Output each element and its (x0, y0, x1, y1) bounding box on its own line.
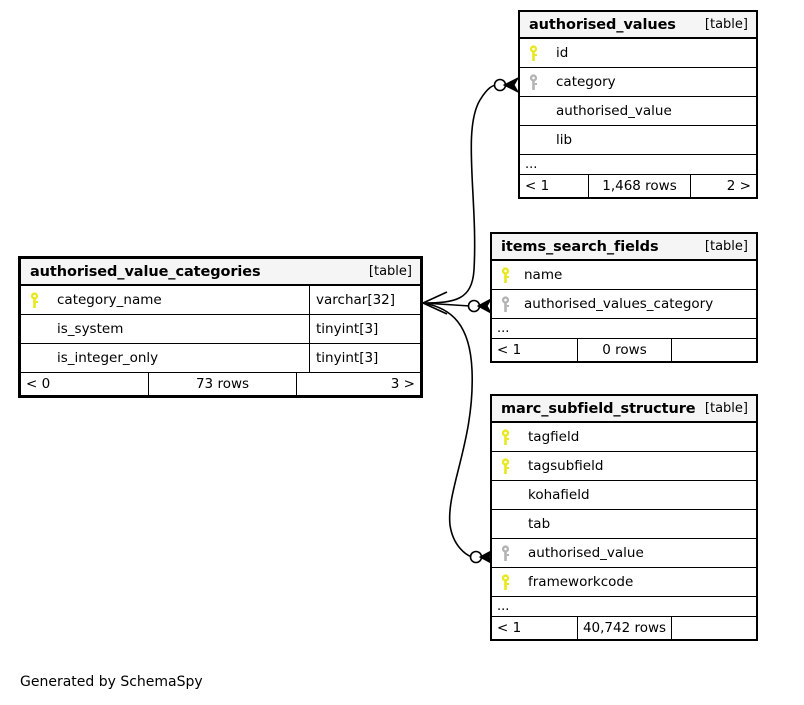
column-name: authorised_value (556, 103, 672, 119)
table-kind-label: [table] (704, 17, 748, 32)
column-type: tinyint[3] (309, 344, 420, 372)
foreign-key-icon (492, 539, 518, 567)
table-footer: < 0 73 rows 3 > (21, 373, 420, 395)
footer-next-link[interactable] (671, 339, 756, 361)
table-marc-subfield-structure[interactable]: marc_subfield_structure [table] tagfield (490, 394, 758, 641)
table-kind-label: [table] (368, 264, 412, 279)
table-footer: < 1 0 rows (492, 339, 756, 361)
table-row[interactable]: is_system tinyint[3] (21, 315, 420, 344)
table-kind-label: [table] (704, 239, 748, 254)
table-columns: id category authorised_value (520, 39, 756, 197)
more-columns-indicator: ... (492, 319, 756, 339)
edge-to-marc-subfield-structure (422, 302, 473, 558)
footer-row-count: 0 rows (577, 339, 671, 361)
table-row[interactable]: authorised_values_category (492, 290, 756, 319)
more-columns-indicator: ... (492, 597, 756, 617)
column-name: lib (556, 132, 573, 148)
no-key-placeholder (21, 344, 47, 372)
table-row[interactable]: authorised_value (492, 539, 756, 568)
primary-key-icon (492, 568, 518, 596)
table-header: items_search_fields [table] (492, 234, 756, 261)
column-name: authorised_value (528, 545, 644, 561)
no-key-placeholder (492, 510, 518, 538)
column-name: category (556, 74, 616, 90)
table-header: authorised_value_categories [table] (21, 259, 420, 286)
table-row[interactable]: authorised_value (520, 97, 756, 126)
table-footer: < 1 40,742 rows (492, 617, 756, 639)
table-title: authorised_values (529, 16, 676, 33)
primary-key-icon (21, 286, 47, 314)
footer-next-link[interactable]: 3 > (296, 373, 420, 395)
footer-prev-link[interactable]: < 1 (497, 620, 522, 636)
primary-key-icon (492, 423, 518, 451)
column-name: category_name (57, 292, 162, 308)
column-name: id (556, 45, 569, 61)
edge-to-authorised-values (422, 84, 498, 304)
table-items-search-fields[interactable]: items_search_fields [table] name (490, 232, 758, 363)
table-row[interactable]: tagfield (492, 423, 756, 452)
table-footer: < 1 1,468 rows 2 > (520, 175, 756, 197)
primary-key-icon (492, 261, 518, 289)
table-title: marc_subfield_structure (501, 400, 696, 417)
column-name: kohafield (528, 487, 590, 503)
column-name: tab (528, 516, 551, 532)
table-authorised-values[interactable]: authorised_values [table] id (518, 10, 758, 199)
table-row[interactable]: lib (520, 126, 756, 155)
column-name: is_system (57, 321, 124, 337)
table-row[interactable]: category (520, 68, 756, 97)
foreign-key-icon (492, 290, 518, 318)
column-name: authorised_values_category (524, 296, 714, 312)
more-columns-indicator: ... (520, 155, 756, 175)
footer-row-count: 40,742 rows (577, 617, 671, 639)
footer-prev-link[interactable]: < 1 (497, 342, 522, 358)
table-columns: category_name varchar[32] is_system tiny… (21, 286, 420, 395)
no-key-placeholder (520, 97, 546, 125)
table-row[interactable]: tab (492, 510, 756, 539)
column-name: name (524, 267, 563, 283)
table-authorised-value-categories[interactable]: authorised_value_categories [table] cate… (18, 256, 423, 398)
no-key-placeholder (21, 315, 47, 343)
table-row[interactable]: name (492, 261, 756, 290)
column-name: frameworkcode (528, 574, 634, 590)
footer-row-count: 1,468 rows (588, 175, 690, 197)
table-row[interactable]: id (520, 39, 756, 68)
edge-to-items-search-fields (422, 302, 471, 307)
column-name: tagfield (528, 429, 580, 445)
no-key-placeholder (520, 126, 546, 154)
table-header: authorised_values [table] (520, 12, 756, 39)
table-row[interactable]: kohafield (492, 481, 756, 510)
footer-next-link[interactable]: 2 > (690, 175, 756, 197)
table-columns: name authorised_values_category ... < 1 … (492, 261, 756, 361)
primary-key-icon (492, 452, 518, 480)
footer-next-link[interactable] (671, 617, 756, 639)
table-title: authorised_value_categories (30, 263, 261, 280)
table-row[interactable]: is_integer_only tinyint[3] (21, 344, 420, 373)
table-columns: tagfield tagsubfield kohafield (492, 423, 756, 639)
connector-authorised-values-category (493, 76, 520, 94)
table-row[interactable]: tagsubfield (492, 452, 756, 481)
primary-key-icon (520, 39, 546, 67)
foreign-key-icon (520, 68, 546, 96)
column-type: tinyint[3] (309, 315, 420, 343)
table-title: items_search_fields (501, 238, 659, 255)
crowsfoot-source (422, 291, 448, 315)
table-row[interactable]: frameworkcode (492, 568, 756, 597)
footer-row-count: 73 rows (148, 373, 296, 395)
table-row[interactable]: category_name varchar[32] (21, 286, 420, 315)
column-name: is_integer_only (57, 350, 159, 366)
no-key-placeholder (492, 481, 518, 509)
table-header: marc_subfield_structure [table] (492, 396, 756, 423)
connector-items-search-fields-category (467, 297, 493, 315)
footer-prev-link[interactable]: < 0 (26, 376, 51, 392)
generated-by-credit: Generated by SchemaSpy (20, 674, 203, 690)
column-name: tagsubfield (528, 458, 604, 474)
footer-prev-link[interactable]: < 1 (525, 178, 550, 194)
column-type: varchar[32] (309, 286, 420, 314)
table-kind-label: [table] (704, 401, 748, 416)
